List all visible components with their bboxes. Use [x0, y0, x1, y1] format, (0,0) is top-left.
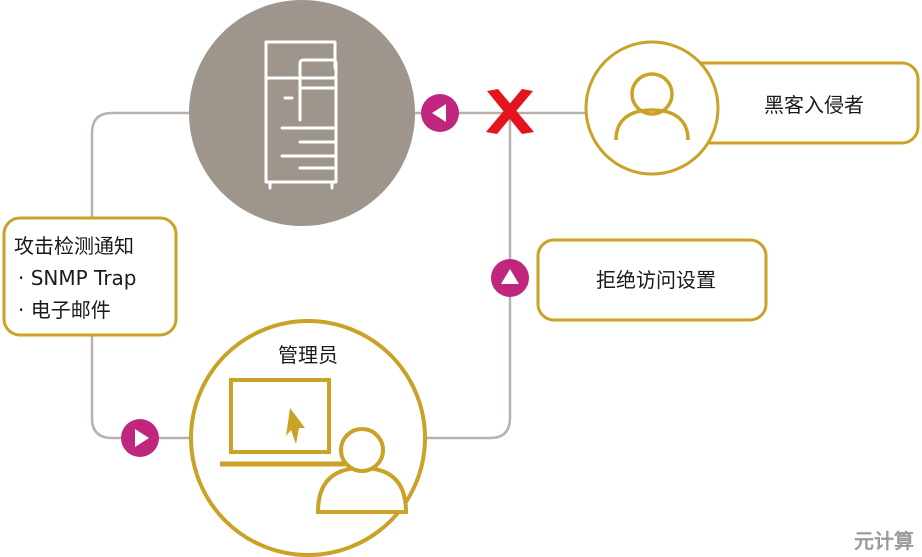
notify-item-snmp: · SNMP Trap [18, 266, 137, 290]
notify-node: 攻击检测通知 · SNMP Trap · 电子邮件 [2, 216, 178, 337]
hacker-label: 黑客入侵者 [764, 93, 864, 117]
red-x-icon [486, 89, 534, 134]
arrow-right-icon [121, 419, 159, 457]
arrow-left-icon [421, 94, 459, 132]
arrow-up-icon [491, 259, 529, 297]
notify-item-email: · 电子邮件 [18, 298, 111, 322]
line-printer-to-notify [90, 111, 190, 218]
user-silhouette-icon [315, 427, 409, 514]
laptop-icon [220, 378, 345, 467]
user-silhouette-icon [614, 72, 690, 141]
line-reject-to-admin [426, 113, 512, 440]
cursor-icon [286, 408, 305, 444]
reject-label: 拒绝访问设置 [596, 268, 716, 292]
multifunction-printer-icon [264, 40, 338, 190]
admin-node: 管理员 [189, 319, 427, 557]
notify-title: 攻击检测通知 [14, 234, 134, 258]
watermark-text: 元计算 [854, 529, 914, 553]
line-notify-to-admin [90, 335, 190, 440]
printer-node [189, 0, 415, 226]
reject-access-node: 拒绝访问设置 [536, 238, 768, 322]
admin-label: 管理员 [278, 343, 338, 367]
hacker-node: 黑客入侵者 [584, 40, 920, 176]
